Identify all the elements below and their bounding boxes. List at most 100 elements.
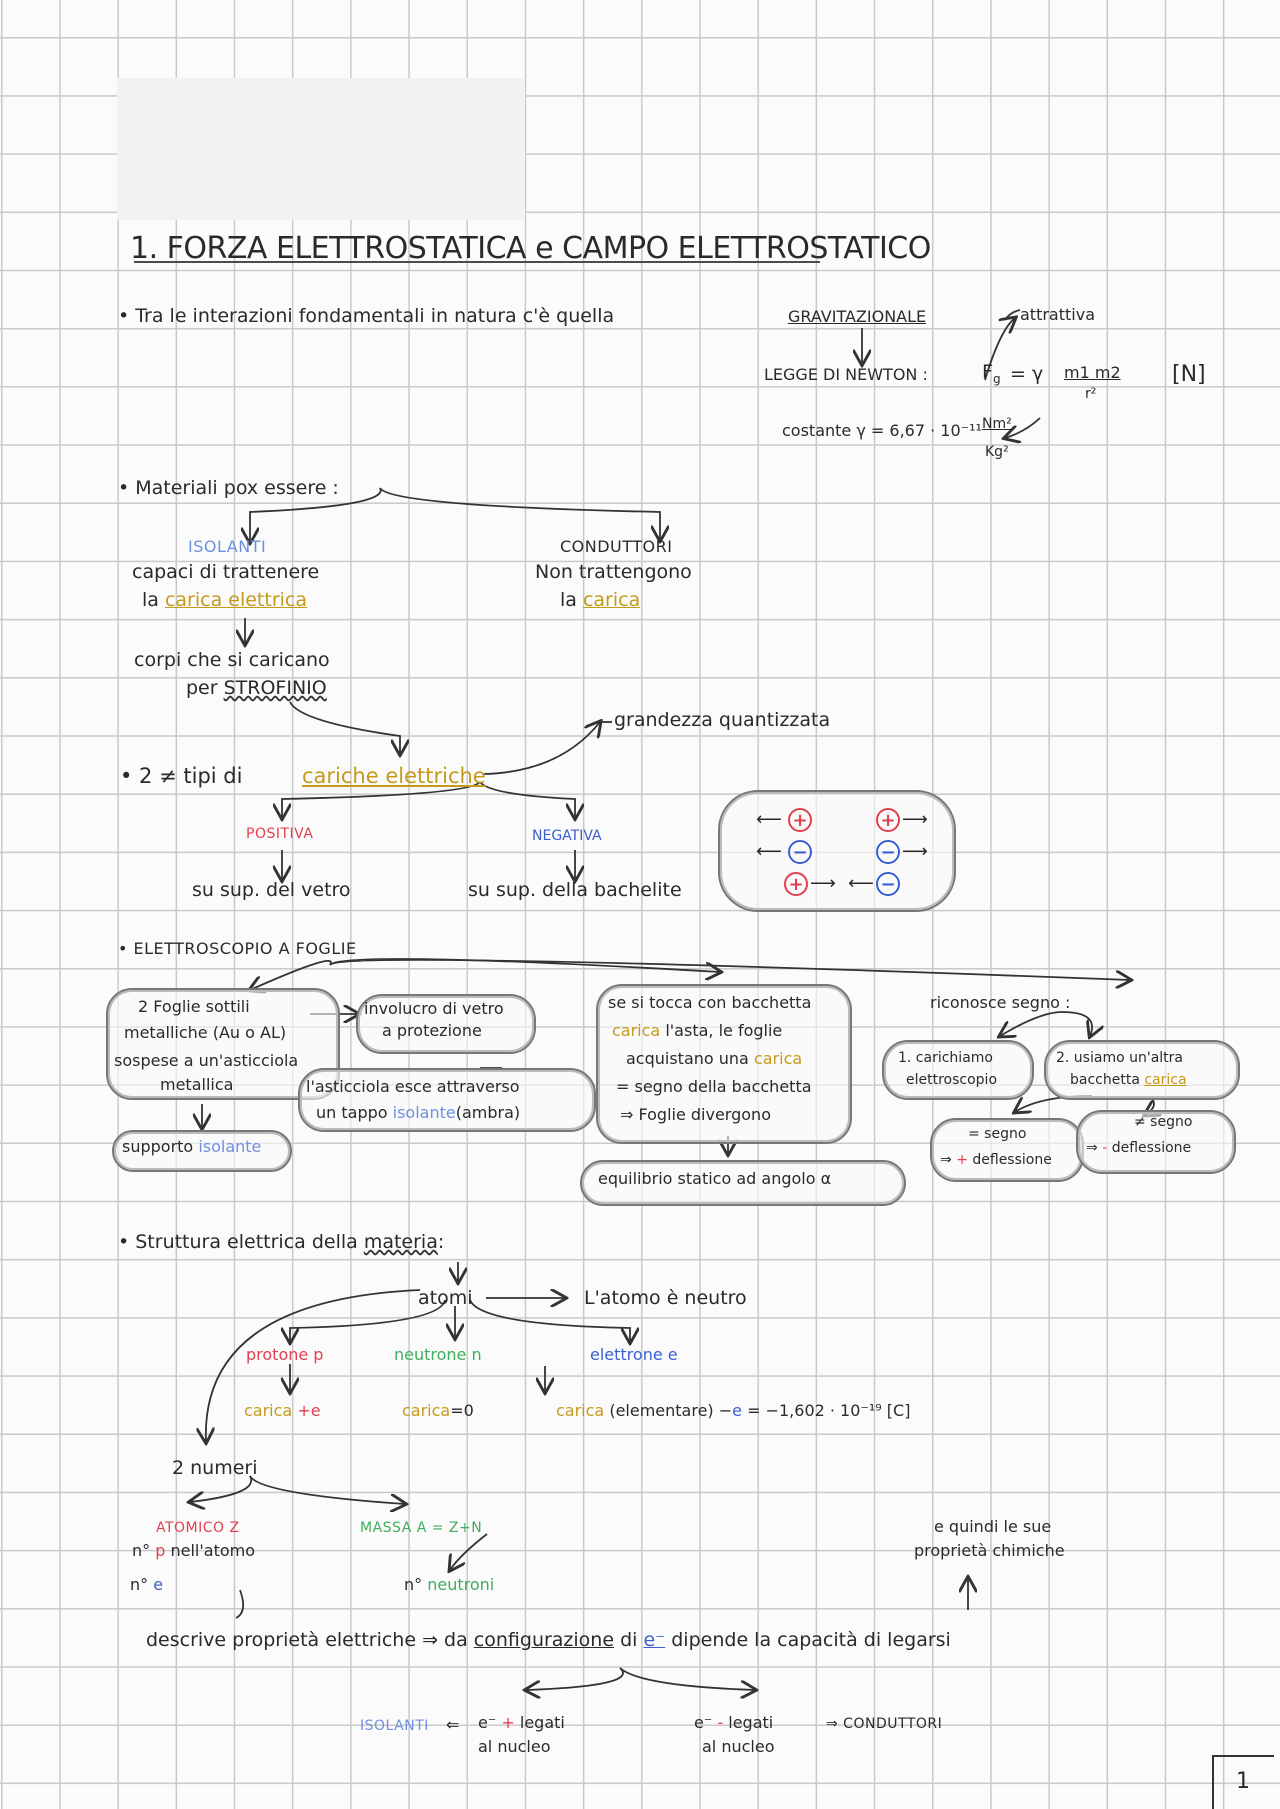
gravity-intro: • Tra le interazioni fondamentali in nat… [118,305,615,327]
cariche-elettriche-label: cariche elettriche [302,764,486,788]
diverso-segno-cloud [1076,1110,1236,1174]
numero-atomico: ATOMICO Z [156,1520,240,1536]
materiali-intro: • Materiali pox essere : [118,477,339,499]
carica-neutrone: carica=0 [402,1401,474,1420]
foglie-line3: sospese a un'asticciola [114,1051,299,1070]
freccia-sinistra-icon: ⇐ [446,1715,460,1734]
charges-interaction-cloud [718,790,956,912]
carichiamo-cloud [882,1040,1034,1100]
negative-charge-icon: − [788,840,812,864]
struttura-intro: • Struttura elettrica della materia: [118,1231,445,1253]
supporto-label: supporto isolante [122,1137,262,1156]
carichiamo-line1: 1. carichiamo [898,1050,993,1066]
foglie-line2: metalliche (Au o AL) [124,1023,287,1042]
isolanti-heading: ISOLANTI [188,537,267,556]
arrow-left-icon: ⟵ [848,873,874,894]
contatto-line2: carica l'asta, le foglie [612,1021,783,1040]
grandezza-quantizzata: grandezza quantizzata [614,709,831,731]
numero-protoni: n° p nell'atomo [132,1541,255,1560]
positive-charge-icon: + [784,872,808,896]
isolanti-line1: capaci di trattenere [132,561,320,583]
e-legati-forte: e⁻ + legati [478,1713,565,1732]
arrow-left-icon: ⟵ [756,841,782,862]
costante-denominator: Kg² [985,444,1009,460]
contatto-line3: acquistano una carica [626,1049,803,1068]
negativa-label: NEGATIVA [532,828,602,844]
protone-label: protone p [246,1345,324,1364]
supporto-cloud [112,1130,292,1172]
positive-charge-icon: + [876,808,900,832]
arrow-right-icon: ⟶ [902,841,928,862]
legge-newton-label: LEGGE DI NEWTON : [764,365,928,384]
conduttori-bottom: ⇒ CONDUTTORI [826,1716,943,1732]
negative-charge-icon: − [876,872,900,896]
conduttori-line2: la carica [560,589,641,611]
costante-numerator: Nm² [982,416,1012,432]
positiva-desc: su sup. del vetro [192,879,351,901]
involucro-line2: a protezione [382,1021,482,1040]
formula-gamma: = γ [1010,363,1044,385]
formula-force: Fg [982,361,1001,386]
involucro-cloud [356,994,536,1054]
contatto-line5: ⇒ Foglie divergono [620,1105,771,1124]
asticciola-cloud [298,1068,596,1132]
descrive-proprieta: descrive proprietà elettriche ⇒ da confi… [146,1629,951,1651]
al-nucleo-forte: al nucleo [478,1737,551,1756]
negative-charge-icon: − [876,840,900,864]
newton-unit: [N] [1172,362,1206,387]
positiva-label: POSITIVA [246,826,314,842]
carichiamo-line2: elettroscopio [906,1072,998,1088]
attrattiva-label: attrattiva [1020,305,1095,324]
stesso-segno-deflessione: ⇒ + deflessione [940,1152,1052,1168]
corpi-line1: corpi che si caricano [134,649,330,671]
riconosce-segno: riconosce segno : [930,993,1071,1012]
altra-bacchetta-line2: bacchetta carica [1070,1072,1187,1088]
arrow-right-icon: ⟶ [902,809,928,830]
foglie-line4: metallica [160,1075,234,1094]
e-legati-debole: e⁻ - legati [694,1713,774,1732]
atomo-neutro: L'atomo è neutro [584,1287,747,1309]
numero-neutroni: n° neutroni [404,1575,495,1594]
contatto-line1: se si tocca con bacchetta [608,993,812,1012]
diverso-segno-label: ≠ segno [1134,1114,1193,1130]
page-number-box: 1 [1212,1755,1274,1809]
elettroscopio-title: • ELETTROSCOPIO A FOGLIE [118,939,357,958]
due-numeri: 2 numeri [172,1457,258,1479]
negativa-desc: su sup. della bachelite [468,879,682,901]
equilibrio-cloud [580,1160,906,1206]
equilibrio-label: equilibrio statico ad angolo α [598,1169,832,1188]
altra-bacchetta-cloud [1044,1040,1240,1100]
isolanti-bottom: ISOLANTI [360,1718,429,1734]
contatto-cloud [596,984,852,1144]
involucro-line1: involucro di vetro [364,999,504,1018]
costante-gamma: costante γ = 6,67 · 10⁻¹¹ [782,421,982,440]
page-number: 1 [1236,1769,1250,1794]
formula-numerator: m1 m2 [1064,363,1121,382]
foglie-line1: 2 Foglie sottili [138,997,250,1016]
diverso-segno-deflessione: ⇒ - deflessione [1086,1140,1192,1156]
positive-charge-icon: + [788,808,812,832]
carica-protone: carica +e [244,1401,321,1420]
elettrone-label: elettrone e [590,1345,678,1364]
cariche-intro: • 2 ≠ tipi di [120,764,243,788]
stesso-segno-label: = segno [968,1126,1027,1142]
corpi-line2: per STROFINIO [186,677,327,699]
conduttori-line1: Non trattengono [535,561,692,583]
numero-massa: MASSA A = Z+N [360,1520,483,1536]
gravitazionale-label: GRAVITAZIONALE [788,307,927,326]
altra-bacchetta-line1: 2. usiamo un'altra [1056,1050,1183,1066]
arrow-right-icon: ⟶ [810,873,836,894]
atomi-label: atomi [418,1287,473,1309]
numero-elettroni: n° e [130,1575,164,1594]
conduttori-heading: CONDUTTORI [560,537,673,556]
arrow-left-icon: ⟵ [756,809,782,830]
asticciola-line1: l'asticciola esce attraverso [306,1077,520,1096]
stesso-segno-cloud [930,1118,1084,1182]
asticciola-line2: un tappo isolante(ambra) [316,1103,521,1122]
isolanti-line2: la carica elettrica [142,589,308,611]
neutrone-label: neutrone n [394,1345,482,1364]
quindi-line2: proprietà chimiche [914,1541,1065,1560]
formula-denominator: r² [1085,386,1097,402]
header-placeholder [117,78,525,220]
carica-elettrone: carica (elementare) −e = −1,602 · 10⁻¹⁹ … [556,1401,911,1420]
